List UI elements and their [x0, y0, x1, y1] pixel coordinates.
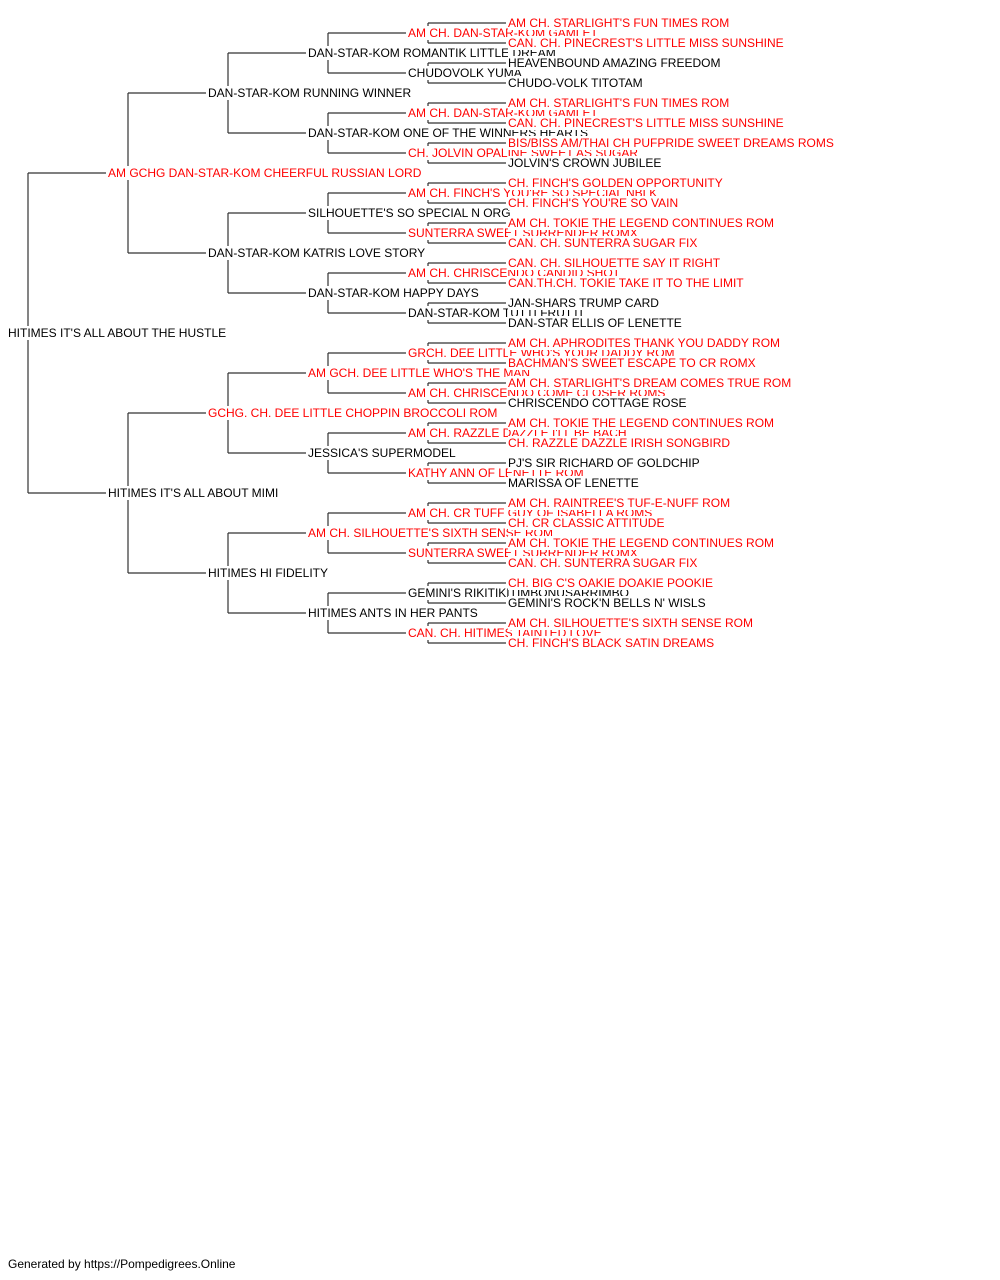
ancestor-name: JESSICA'S SUPERMODEL [308, 446, 458, 460]
ancestor-name: GCHG. CH. DEE LITTLE CHOPPIN BROCCOLI RO… [208, 406, 500, 420]
ancestor-name: CAN. CH. SILHOUETTE SAY IT RIGHT [508, 256, 723, 270]
subject-dog-name: HITIMES IT'S ALL ABOUT THE HUSTLE [8, 326, 229, 340]
ancestor-name: CH. BIG C'S OAKIE DOAKIE POOKIE [508, 576, 716, 590]
ancestor-name: CH. RAZZLE DAZZLE IRISH SONGBIRD [508, 436, 733, 450]
ancestor-name: AM GCHG DAN-STAR-KOM CHEERFUL RUSSIAN LO… [108, 166, 424, 180]
ancestor-name: CAN. CH. PINECREST'S LITTLE MISS SUNSHIN… [508, 36, 786, 50]
ancestor-name: MARISSA OF LENETTE [508, 476, 641, 490]
ancestor-name: DAN-STAR-KOM RUNNING WINNER [208, 86, 414, 100]
ancestor-name: DAN-STAR-KOM KATRIS LOVE STORY [208, 246, 428, 260]
ancestor-name: CAN. CH. SUNTERRA SUGAR FIX [508, 556, 700, 570]
ancestor-name: BACHMAN'S SWEET ESCAPE TO CR ROMX [508, 356, 758, 370]
ancestor-name: CH. FINCH'S GOLDEN OPPORTUNITY [508, 176, 725, 190]
ancestor-name: CH. FINCH'S BLACK SATIN DREAMS [508, 636, 717, 650]
ancestor-name: AM CH. RAINTREE'S TUF-E-NUFF ROM [508, 496, 733, 510]
ancestor-name: AM GCH. DEE LITTLE WHO'S THE MAN [308, 366, 533, 380]
ancestor-name: AM CH. APHRODITES THANK YOU DADDY ROM [508, 336, 783, 350]
ancestor-name: CHUDO-VOLK TITOTAM [508, 76, 645, 90]
ancestor-name: SILHOUETTE'S SO SPECIAL N ORG [308, 206, 513, 220]
ancestor-name: AM CH. TOKIE THE LEGEND CONTINUES ROM [508, 536, 777, 550]
ancestor-name: DAN-STAR-KOM ROMANTIK LITTLE DREAM [308, 46, 558, 60]
ancestor-name: AM CH. SILHOUETTE'S SIXTH SENSE ROM [508, 616, 755, 630]
ancestor-name: BIS/BISS AM/THAI CH PUFPRIDE SWEET DREAM… [508, 136, 836, 150]
ancestor-name: HITIMES HI FIDELITY [208, 566, 331, 580]
ancestor-name: CHUDOVOLK YUMA [408, 66, 524, 80]
ancestor-name: CAN. CH. SUNTERRA SUGAR FIX [508, 236, 700, 250]
ancestor-name: AM CH. TOKIE THE LEGEND CONTINUES ROM [508, 216, 777, 230]
ancestor-name: DAN-STAR-KOM HAPPY DAYS [308, 286, 481, 300]
ancestor-name: AM CH. STARLIGHT'S FUN TIMES ROM [508, 16, 732, 30]
ancestor-name: JAN-SHARS TRUMP CARD [508, 296, 661, 310]
ancestor-name: CAN.TH.CH. TOKIE TAKE IT TO THE LIMIT [508, 276, 746, 290]
ancestor-name: JOLVIN'S CROWN JUBILEE [508, 156, 664, 170]
ancestor-name: CAN. CH. PINECREST'S LITTLE MISS SUNSHIN… [508, 116, 786, 130]
ancestor-name: AM CH. TOKIE THE LEGEND CONTINUES ROM [508, 416, 777, 430]
ancestor-name: HITIMES IT'S ALL ABOUT MIMI [108, 486, 281, 500]
ancestor-name: CHRISCENDO COTTAGE ROSE [508, 396, 689, 410]
ancestor-name: CH. FINCH'S YOU'RE SO VAIN [508, 196, 681, 210]
ancestor-name: HITIMES ANTS IN HER PANTS [308, 606, 480, 620]
ancestor-name: AM CH. SILHOUETTE'S SIXTH SENSE ROM [308, 526, 555, 540]
ancestor-name: HEAVENBOUND AMAZING FREEDOM [508, 56, 723, 70]
generated-by-footer: Generated by https://Pompedigrees.Online [8, 1257, 236, 1271]
ancestor-name: AM CH. STARLIGHT'S FUN TIMES ROM [508, 96, 732, 110]
ancestor-name: AM CH. STARLIGHT'S DREAM COMES TRUE ROM [508, 376, 794, 390]
ancestor-name: GEMINI'S ROCK'N BELLS N' WISLS [508, 596, 708, 610]
ancestor-name: DAN-STAR ELLIS OF LENETTE [508, 316, 684, 330]
ancestor-name: PJ'S SIR RICHARD OF GOLDCHIP [508, 456, 702, 470]
ancestor-name: CH. CR CLASSIC ATTITUDE [508, 516, 667, 530]
